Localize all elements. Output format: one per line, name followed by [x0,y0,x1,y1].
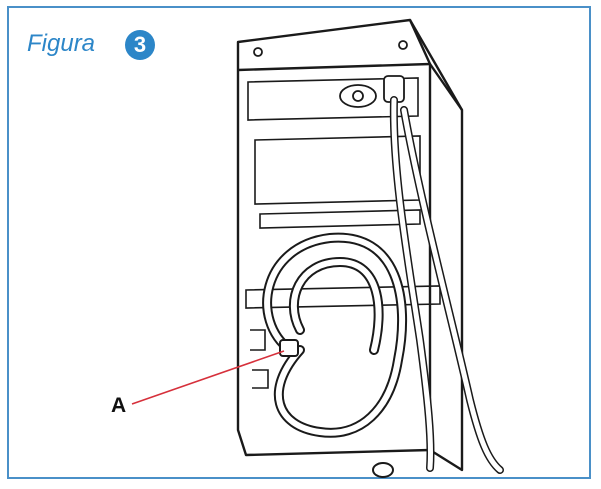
figure-number-badge: 3 [125,30,155,60]
hose-connector [372,462,394,478]
drain-hose-end [279,339,299,357]
back-panel-details [245,77,441,389]
screw-icon [398,40,408,50]
inlet-valve [339,75,405,108]
callout-line-a [131,350,285,405]
figure-title: Figura [27,30,96,57]
screw-icon [253,47,263,57]
callout-label-a: A [111,394,127,417]
drain-hose-coil [262,232,408,438]
